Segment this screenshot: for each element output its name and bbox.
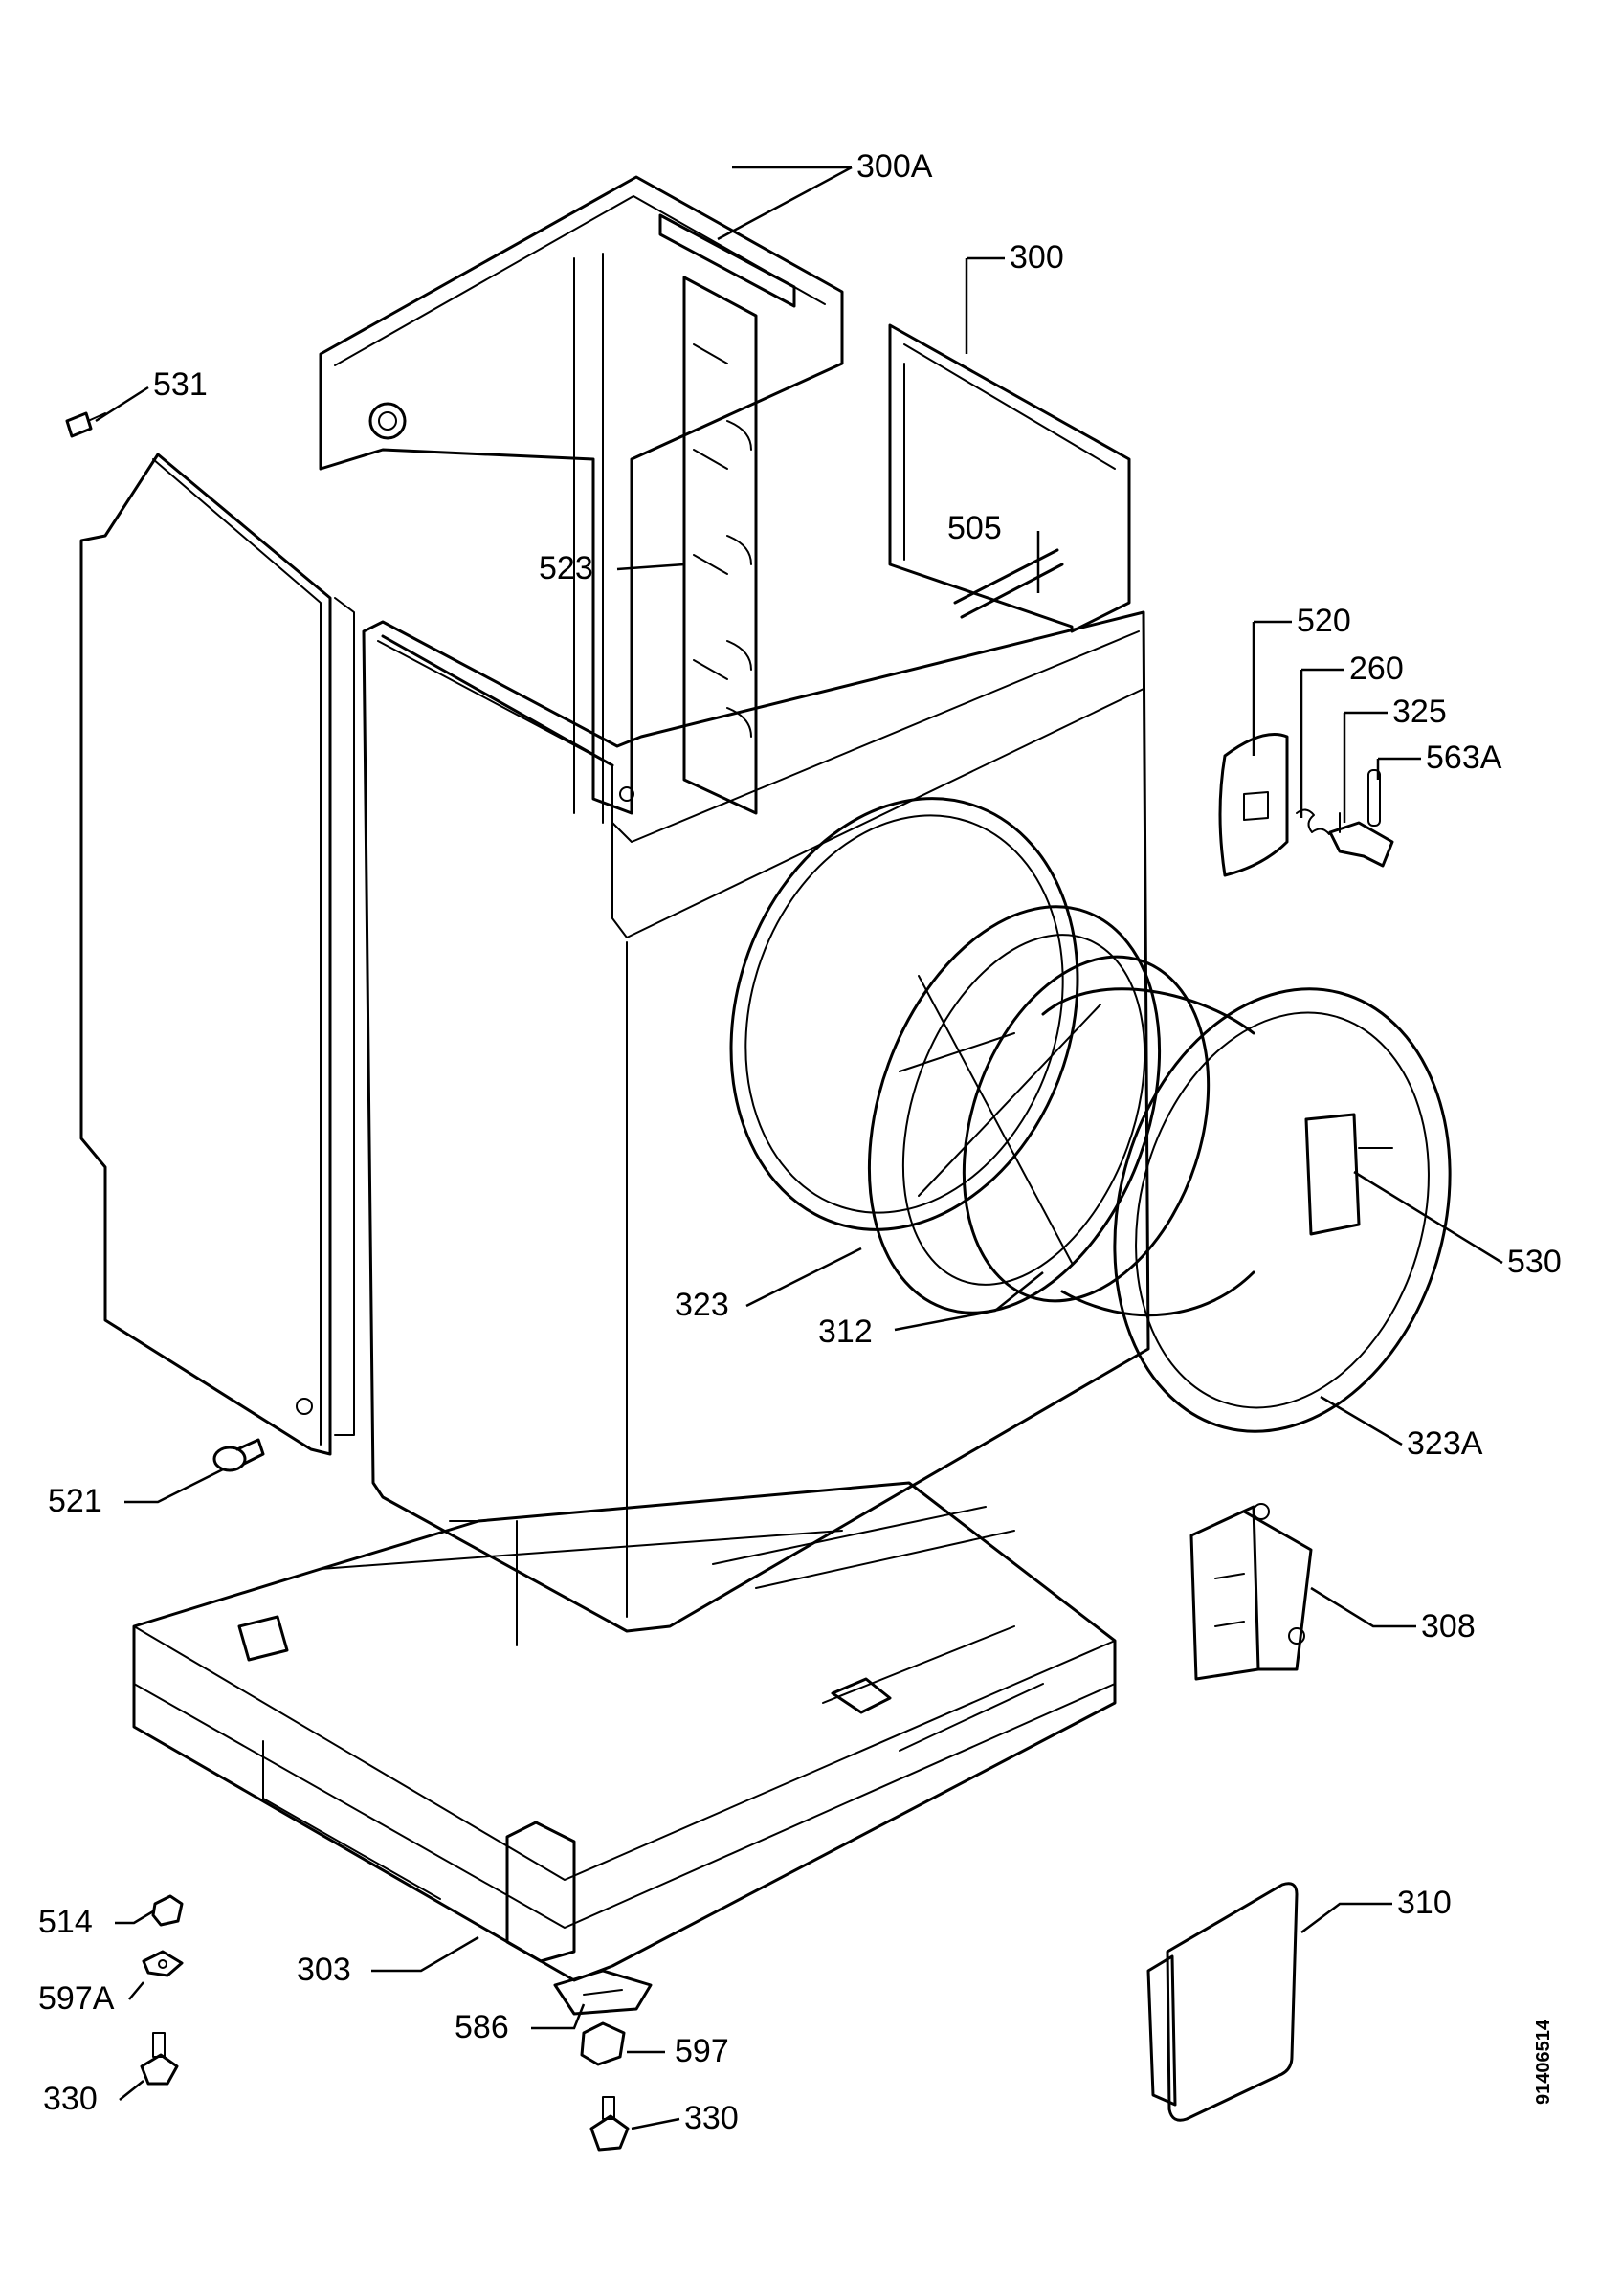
side-frame-300 (888, 323, 1131, 633)
pin-563A (1367, 769, 1381, 827)
foot-586 (553, 1969, 653, 2016)
screw-521 (212, 1438, 265, 1472)
label-300A: 300A (856, 148, 933, 185)
label-530: 530 (1507, 1244, 1562, 1280)
label-325: 325 (1392, 694, 1447, 730)
label-303: 303 (297, 1952, 351, 1988)
label-520: 520 (1297, 603, 1351, 639)
washer-597A (142, 1950, 184, 1977)
label-323: 323 (675, 1287, 729, 1323)
lock-520 (1218, 733, 1289, 877)
label-586: 586 (455, 2009, 509, 2045)
label-310: 310 (1397, 1885, 1452, 1921)
cover-310 (1146, 1882, 1299, 2122)
label-531: 531 (153, 366, 208, 403)
label-505: 505 (947, 510, 1002, 546)
label-330-right: 330 (684, 2100, 739, 2136)
door-inner-frame-323 (867, 905, 1162, 1314)
label-323A: 323A (1407, 1425, 1483, 1462)
label-563A: 563A (1426, 740, 1502, 776)
label-300: 300 (1010, 239, 1064, 276)
catch-325 (1328, 812, 1394, 868)
leader-lines (95, 166, 1503, 2130)
outer-door-323A (1113, 987, 1452, 1433)
label-597: 597 (675, 2033, 729, 2069)
left-side-panel (79, 453, 355, 1456)
front-cabinet (362, 610, 1150, 1633)
label-514: 514 (38, 1904, 93, 1940)
nut-597 (580, 2021, 626, 2066)
hinge-308 (1189, 1503, 1313, 1681)
spring-260 (1296, 808, 1330, 835)
label-308: 308 (1421, 1608, 1476, 1645)
nut-514 (151, 1894, 184, 1927)
label-330-left: 330 (43, 2081, 98, 2117)
rear-frame-300A (319, 175, 844, 824)
label-523: 523 (539, 550, 593, 586)
door-glass-312 (962, 955, 1255, 1317)
bolt-330-left (140, 2032, 179, 2086)
label-312: 312 (818, 1314, 873, 1350)
base-frame-303 (132, 1481, 1117, 1982)
label-521: 521 (48, 1483, 102, 1519)
label-260: 260 (1349, 651, 1404, 687)
document-code: 91406514 (1533, 2020, 1554, 2105)
rear-strut-523 (682, 276, 758, 815)
bolt-330-right (589, 2096, 630, 2152)
screw-531 (65, 411, 106, 438)
label-597A: 597A (38, 1980, 115, 2017)
